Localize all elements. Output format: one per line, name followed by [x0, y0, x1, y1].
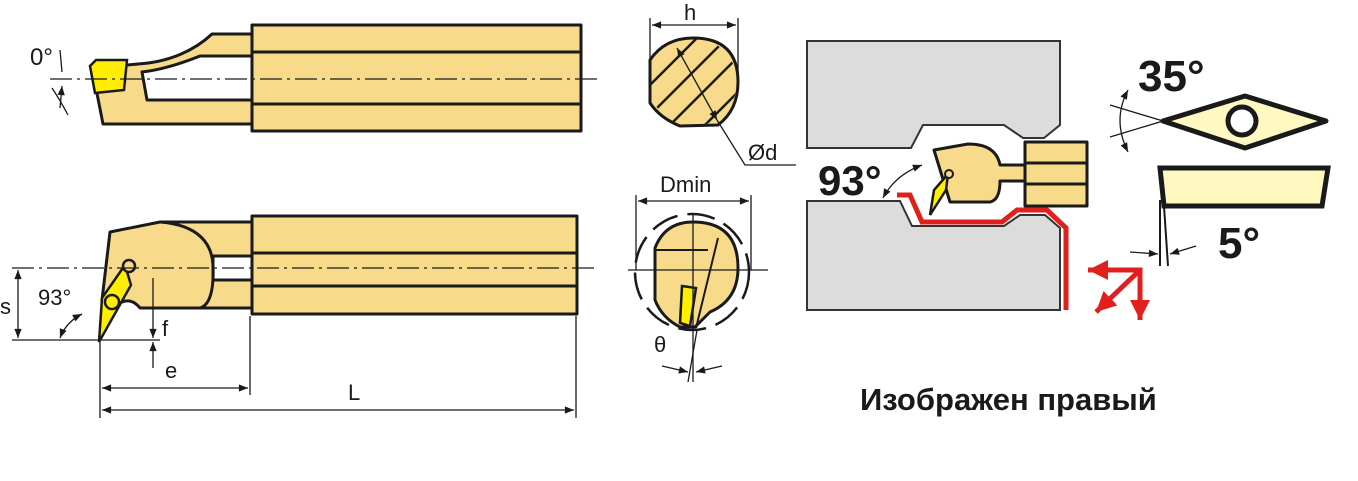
dim-d-label: Ød: [748, 140, 777, 165]
dim-L-label: L: [348, 380, 360, 405]
clearance-angle-label: 5°: [1218, 219, 1260, 268]
insert-top: [88, 58, 129, 95]
caption: Изображен правый: [860, 382, 1157, 417]
dim-f-label: f: [162, 316, 169, 341]
workpiece-top: [806, 40, 1061, 149]
dim-theta-label: θ: [654, 332, 666, 357]
shank-side: [250, 214, 579, 316]
cross-section-shank: h Ød: [648, 0, 796, 166]
workpiece-bottom: [806, 200, 1061, 311]
machining-angle-label: 93°: [818, 157, 882, 204]
cross-section-dmin: Dmin θ: [628, 172, 768, 383]
tool-side-view: s 93° f e L: [0, 214, 598, 418]
dim-h-label: h: [684, 0, 696, 25]
toolpath: [897, 192, 1069, 310]
dim-e-label: e: [165, 358, 177, 383]
insert-angle-label: 35°: [1138, 52, 1205, 101]
insert-side-profile: [1157, 165, 1331, 209]
head-top: [90, 32, 254, 126]
approach-angle-label: 93°: [38, 285, 71, 310]
shank-top: [250, 23, 583, 133]
dim-dmin-label: Dmin: [660, 172, 711, 197]
insert-details: 35° 5°: [1109, 52, 1331, 268]
tool-top-view: 0°: [30, 23, 598, 133]
feed-direction-arrows: [1088, 260, 1150, 320]
top-angle-label: 0°: [30, 44, 53, 71]
machining-view: 93°: [806, 40, 1150, 320]
dim-s-label: s: [0, 294, 11, 319]
